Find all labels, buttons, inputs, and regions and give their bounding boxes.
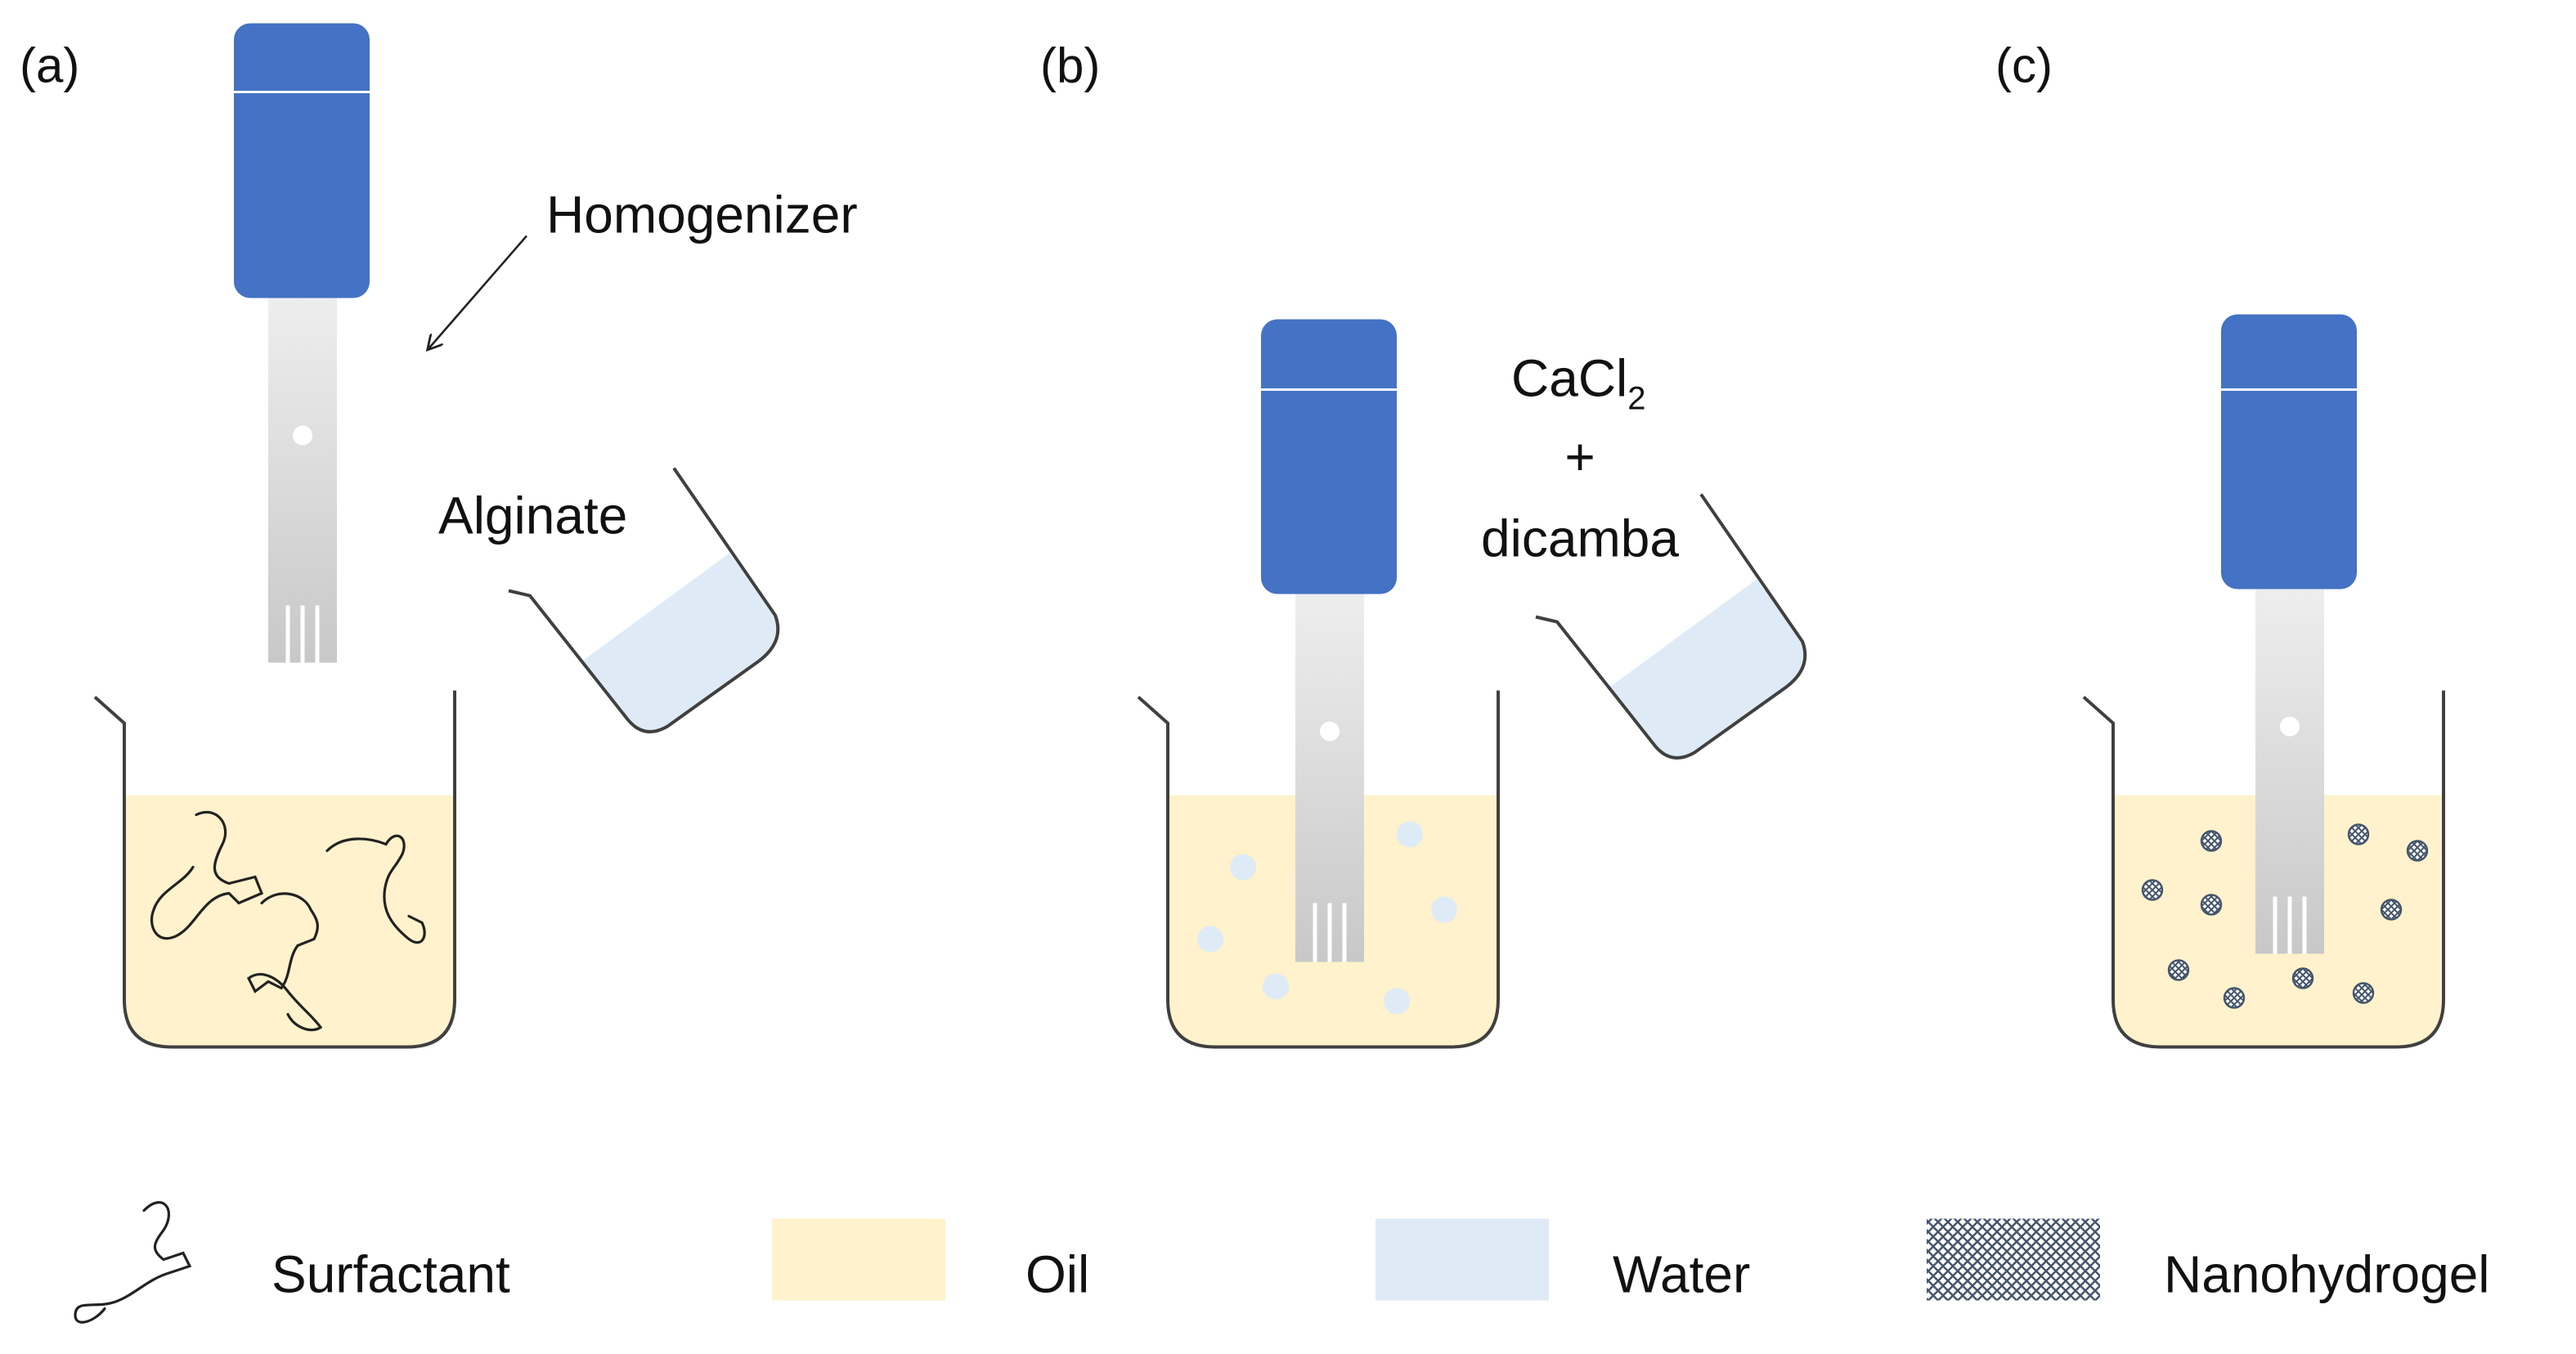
nanohydrogel-particles-c — [2141, 823, 2429, 1009]
water-droplet — [1397, 821, 1423, 848]
surfactant-molecules-a — [150, 810, 426, 1032]
legend-oil-label: Oil — [1025, 1245, 1089, 1304]
homogenizer-b-head — [1261, 319, 1397, 594]
homogenizer-arrow — [429, 235, 527, 349]
water-droplet — [1384, 988, 1410, 1015]
nanohydrogel-particle — [2291, 967, 2314, 989]
homogenizer-b — [1261, 319, 1397, 962]
nanohydrogel-particle — [2347, 823, 2370, 845]
cacl2-label: CaCl2 — [1511, 349, 1646, 417]
legend: Surfactant Oil Water Nanohydrogel — [74, 1200, 2490, 1324]
legend-surfactant-label: Surfactant — [272, 1245, 510, 1304]
homogenizer-a-shaft — [268, 294, 337, 663]
pour-beaker-a-water — [582, 553, 779, 732]
water-droplet — [1263, 973, 1289, 1000]
homogenizer-a — [234, 23, 370, 665]
homogenizer-c — [2221, 314, 2357, 954]
nanohydrogel-particle — [2406, 840, 2429, 862]
beaker-b-outline — [1137, 690, 1500, 1049]
homogenizer-label: Homogenizer — [546, 186, 858, 244]
nanohydrogel-particle — [2380, 899, 2403, 921]
legend-water-swatch — [1376, 1218, 1549, 1301]
nanohydrogel-particle — [2200, 894, 2223, 916]
legend-oil-swatch — [772, 1218, 945, 1301]
panel-a: (a) Homogenizer Alg — [20, 23, 858, 1049]
beaker-c-outline — [2082, 690, 2445, 1049]
water-droplet — [1431, 896, 1457, 923]
homogenizer-b-shaft — [1295, 589, 1364, 962]
panel-c-label: (c) — [1995, 38, 2053, 93]
dicamba-label: dicamba — [1481, 509, 1679, 568]
panel-b-label: (b) — [1040, 38, 1100, 93]
homogenizer-a-hole — [293, 425, 312, 446]
legend-nanohydrogel-swatch — [1927, 1218, 2100, 1301]
nanohydrogel-particle — [2223, 987, 2246, 1009]
water-droplet — [1197, 926, 1223, 953]
pour-beaker-b-outline — [1535, 493, 1807, 760]
nanohydrogel-particle — [2352, 982, 2375, 1004]
pour-beaker-b-water — [1609, 579, 1806, 758]
homogenizer-b-hole — [1320, 721, 1340, 742]
homogenizer-a-head — [234, 23, 370, 298]
panel-c: (c) — [1995, 38, 2445, 1049]
pour-beaker-a — [508, 467, 780, 733]
cacl2-subscript: 2 — [1627, 381, 1645, 417]
legend-nanohydrogel-label: Nanohydrogel — [2164, 1245, 2490, 1304]
legend-water-label: Water — [1613, 1245, 1750, 1304]
nanohydrogel-particle — [2200, 830, 2223, 852]
water-droplets-b — [1197, 821, 1457, 1015]
beaker-a — [93, 690, 456, 1049]
pour-beaker-b — [1535, 493, 1807, 760]
homogenizer-c-head — [2221, 314, 2357, 590]
alginate-label: Alginate — [438, 486, 627, 545]
homogenizer-c-hole — [2280, 716, 2300, 737]
plus-label: + — [1564, 428, 1595, 486]
homogenizer-c-shaft — [2255, 585, 2324, 954]
beaker-a-oil — [124, 795, 455, 1047]
panel-a-label: (a) — [20, 38, 79, 93]
legend-surfactant-icon — [74, 1200, 192, 1324]
cacl2-base: CaCl — [1511, 349, 1627, 408]
panel-b: (b) CaC — [1040, 38, 1807, 1049]
nanohydrogel-particle — [2167, 959, 2190, 981]
water-droplet — [1230, 854, 1256, 881]
nanohydrogel-particle — [2141, 879, 2164, 901]
beaker-a-outline — [93, 690, 456, 1049]
pour-beaker-a-outline — [508, 467, 780, 733]
